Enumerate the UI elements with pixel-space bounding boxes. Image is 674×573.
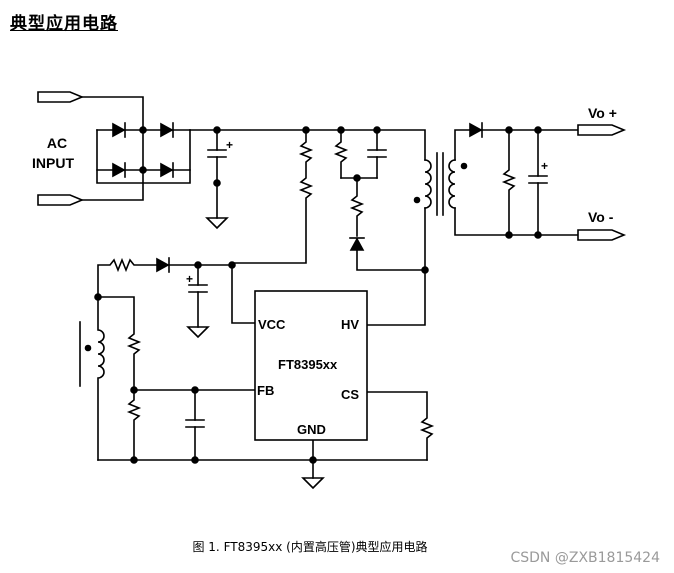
vo-minus-terminal	[577, 229, 627, 241]
auxiliary-winding	[79, 296, 428, 461]
snubber-network	[333, 129, 426, 271]
watermark: CSDN @ZXB1815424	[510, 550, 660, 566]
transformer	[366, 152, 468, 326]
ground-symbol	[301, 439, 325, 490]
pin-cs-label: CS	[341, 387, 359, 402]
page-title: 典型应用电路	[10, 14, 118, 34]
pin-gnd-label: GND	[297, 422, 326, 437]
chip-name-label: FT8395xx	[278, 357, 338, 372]
ac-input-probe-bottom	[37, 194, 85, 206]
auxiliary-supply	[97, 257, 256, 339]
controller-ic	[254, 290, 368, 441]
output-stage	[454, 122, 579, 236]
bridge-rectifier	[96, 122, 191, 178]
ac-label: AC	[47, 135, 67, 151]
current-sense-resistor	[366, 391, 435, 461]
figure-caption: 图 1. FT8395xx (内置高压管)典型应用电路	[0, 538, 674, 555]
bulk-capacitor	[205, 129, 229, 230]
vo-plus-terminal	[577, 124, 627, 136]
ac-input-probe-top	[37, 91, 85, 103]
input-label: INPUT	[32, 155, 74, 171]
plus-sign: +	[226, 138, 233, 152]
figure-caption-text: 图 1. FT8395xx (内置高压管)典型应用电路	[192, 540, 428, 554]
startup-resistor	[231, 129, 314, 264]
pin-hv-label: HV	[341, 317, 359, 332]
plus-sign: +	[186, 272, 193, 286]
vo-plus-label: Vo +	[588, 105, 617, 121]
pin-vcc-label: VCC	[258, 317, 286, 332]
vo-minus-label: Vo -	[588, 209, 614, 225]
plus-sign: +	[541, 159, 548, 173]
pin-fb-label: FB	[257, 383, 274, 398]
